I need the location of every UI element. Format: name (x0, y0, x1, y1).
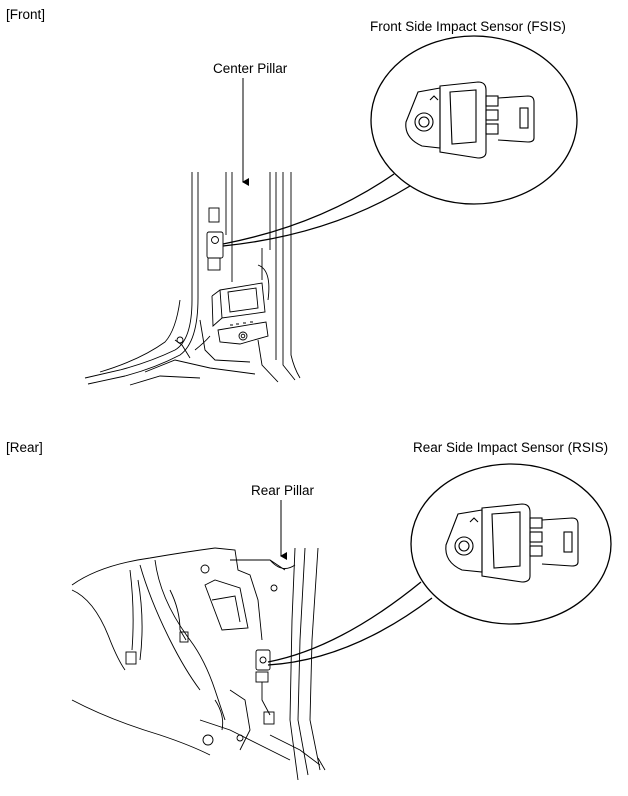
rear-sensor-label: Rear Side Impact Sensor (RSIS) (413, 440, 609, 455)
fsis-sensor-illustration (405, 81, 535, 159)
front-sensor-label: Front Side Impact Sensor (FSIS) (370, 19, 566, 34)
front-sensor-callout (222, 35, 578, 247)
rear-pillar-label: Rear Pillar (251, 483, 315, 498)
front-section-label: [Front] (6, 7, 46, 22)
rear-sensor-callout (267, 463, 612, 666)
front-vehicle-drawing (84, 172, 301, 386)
center-pillar-label: Center Pillar (213, 61, 288, 76)
rsis-sensor-illustration (445, 503, 579, 583)
rear-vehicle-drawing (71, 547, 326, 781)
rear-section-label: [Rear] (6, 440, 43, 455)
